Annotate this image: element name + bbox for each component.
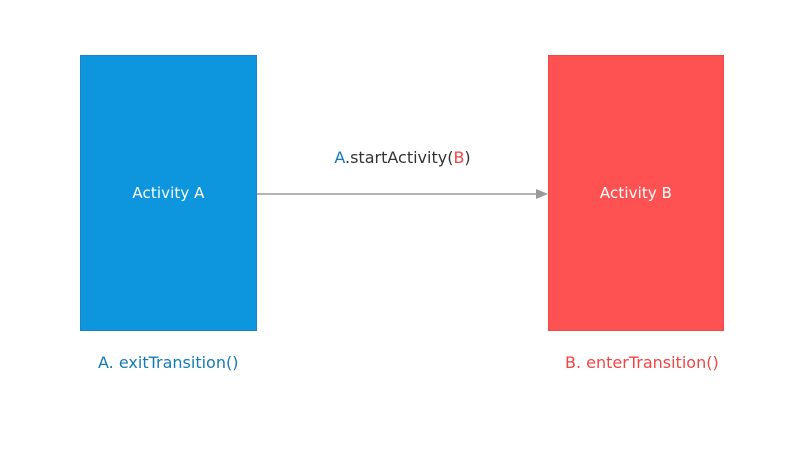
arrow-head-icon <box>536 189 548 199</box>
call-method: .startActivity( <box>345 148 454 167</box>
exit-transition-label: A. exitTransition() <box>98 353 239 372</box>
start-activity-call: A.startActivity(B) <box>250 148 555 167</box>
activity-a-box: Activity A <box>80 55 257 331</box>
activity-b-box: Activity B <box>548 55 724 331</box>
activity-b-label: Activity B <box>599 184 673 202</box>
call-receiver: A <box>334 148 345 167</box>
call-close-paren: ) <box>464 148 471 167</box>
call-argument: B <box>453 148 465 167</box>
activity-a-label: Activity A <box>132 184 205 202</box>
enter-transition-label: B. enterTransition() <box>565 353 719 372</box>
